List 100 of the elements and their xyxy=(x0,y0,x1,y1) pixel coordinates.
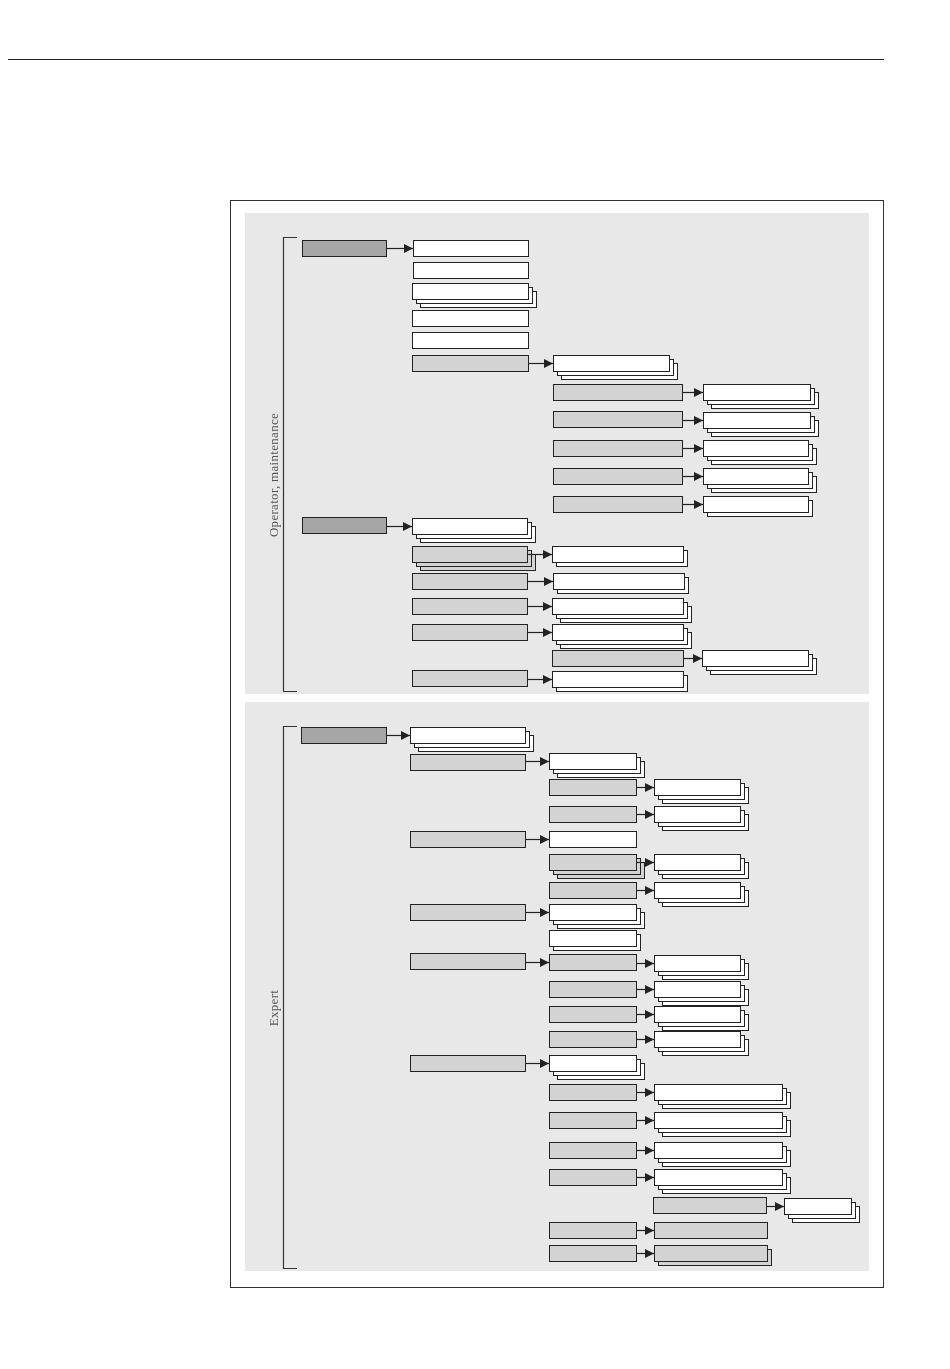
menu-box-stack xyxy=(654,1006,749,1031)
arrow xyxy=(682,416,704,425)
arrow xyxy=(386,731,411,740)
menu-box-stack xyxy=(552,624,692,649)
arrow xyxy=(386,522,413,531)
menu-box-stack xyxy=(552,598,692,623)
arrow xyxy=(682,444,704,453)
menu-box-stack xyxy=(784,1198,860,1223)
menu-box xyxy=(553,384,683,401)
arrow xyxy=(525,958,550,967)
menu-box xyxy=(410,831,526,848)
arrow xyxy=(636,886,655,895)
menu-box-stack xyxy=(654,981,749,1006)
menu-box xyxy=(410,953,526,970)
arrow xyxy=(527,550,553,559)
menu-box-stack xyxy=(654,779,749,804)
arrow xyxy=(636,959,655,968)
section-panel xyxy=(245,702,869,1271)
menu-box xyxy=(549,831,637,848)
menu-box xyxy=(553,496,683,513)
group-label: Operator, maintenance xyxy=(266,412,282,537)
arrow xyxy=(636,1088,655,1097)
menu-box xyxy=(549,1112,637,1129)
menu-box xyxy=(549,1222,637,1239)
arrow xyxy=(682,388,704,397)
menu-box xyxy=(412,355,529,372)
arrow xyxy=(683,654,703,663)
menu-box xyxy=(653,1197,767,1214)
menu-box-stack xyxy=(552,546,688,567)
menu-box-stack xyxy=(654,1084,791,1109)
menu-box-stack xyxy=(654,1142,791,1167)
menu-box xyxy=(412,670,528,687)
arrow xyxy=(636,1146,655,1155)
menu-box-stack xyxy=(549,904,645,929)
menu-box xyxy=(553,468,683,485)
menu-box xyxy=(413,262,529,279)
arrow xyxy=(636,858,655,867)
menu-box xyxy=(412,310,529,327)
menu-box-stack xyxy=(412,283,537,308)
menu-box-stack xyxy=(654,1169,791,1194)
menu-box xyxy=(410,904,526,921)
menu-box xyxy=(412,598,528,615)
menu-box xyxy=(412,573,528,590)
menu-box xyxy=(549,1142,637,1159)
menu-box-stack xyxy=(654,955,749,980)
menu-box-stack xyxy=(654,1245,772,1266)
arrow xyxy=(766,1202,785,1211)
menu-box xyxy=(412,624,528,641)
arrow xyxy=(527,577,554,586)
menu-box-stack xyxy=(654,806,749,831)
arrow xyxy=(525,835,550,844)
menu-box-stack xyxy=(703,440,817,465)
arrow xyxy=(636,1173,655,1182)
menu-box xyxy=(553,411,683,428)
menu-box xyxy=(549,1084,637,1101)
arrow xyxy=(636,985,655,994)
menu-box xyxy=(552,650,684,667)
menu-box xyxy=(549,1169,637,1186)
arrow xyxy=(682,472,704,481)
arrow xyxy=(527,628,553,637)
menu-box xyxy=(302,517,387,534)
menu-box xyxy=(302,240,387,257)
menu-box-stack xyxy=(703,384,819,409)
arrow xyxy=(386,244,414,253)
menu-box-stack xyxy=(703,412,819,437)
menu-box-stack xyxy=(410,727,534,752)
menu-box-stack xyxy=(549,1055,645,1080)
menu-box xyxy=(549,981,637,998)
menu-box xyxy=(301,727,387,744)
section-panel xyxy=(245,213,869,694)
menu-box xyxy=(410,754,526,771)
arrow xyxy=(525,757,550,766)
menu-box xyxy=(549,882,637,899)
arrow xyxy=(636,783,655,792)
arrow xyxy=(636,1116,655,1125)
group-label: Expert xyxy=(266,989,282,1026)
menu-box xyxy=(413,240,529,257)
menu-box-stack xyxy=(654,882,749,907)
menu-box-stack xyxy=(654,854,749,879)
menu-box-stack xyxy=(553,355,678,380)
arrow xyxy=(682,500,704,509)
menu-box xyxy=(412,332,529,349)
menu-box xyxy=(549,806,637,823)
menu-box-stack xyxy=(412,518,536,543)
menu-box-stack xyxy=(654,1112,791,1137)
arrow xyxy=(527,675,553,684)
menu-box xyxy=(549,1245,637,1262)
arrow xyxy=(525,1059,550,1068)
menu-box-stack xyxy=(549,854,645,879)
menu-box-stack xyxy=(549,753,645,778)
menu-box xyxy=(549,779,637,796)
arrow xyxy=(527,602,553,611)
arrow xyxy=(636,810,655,819)
arrow xyxy=(636,1226,655,1235)
menu-box-stack xyxy=(549,930,641,951)
arrow xyxy=(525,908,550,917)
menu-box-stack xyxy=(654,1031,749,1056)
menu-box-stack xyxy=(703,496,813,517)
menu-box-stack xyxy=(553,573,689,594)
menu-box xyxy=(549,1031,637,1048)
